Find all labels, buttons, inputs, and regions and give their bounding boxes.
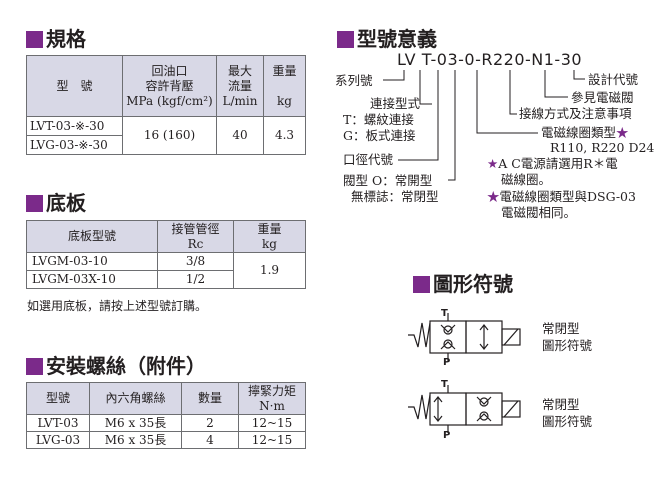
code-ac-note-2: 磁線圈。 xyxy=(501,172,552,187)
symbol1-label-2: 圖形符號 xyxy=(542,338,593,353)
code-connection-label: 連接型式 xyxy=(370,96,421,111)
bolts-bolt-cell: M6 x 35長 xyxy=(89,414,182,432)
star-icon: ★ xyxy=(487,156,499,171)
base-header-model: 底板型號 xyxy=(26,220,158,253)
bolts-header-torque: 擰緊力矩 N·m xyxy=(238,382,306,415)
spec-header-weight: 重量 kg xyxy=(263,55,306,117)
spec-header-flow: 最大 流量 L/min xyxy=(216,55,264,117)
symbol-section-title: 圖形符號 xyxy=(413,272,513,296)
bolts-table: 型號 內六角螺絲 數量 擰緊力矩 N·m LVT-03 M6 x 35長 2 1… xyxy=(26,382,306,449)
base-header-weight: 重量 kg xyxy=(233,220,306,253)
section-square-icon xyxy=(337,31,354,48)
spec-model-cell: LVT-03-※-30 xyxy=(26,116,123,136)
symbol1-label-1: 常閉型 xyxy=(542,321,580,336)
bolts-header-bolt: 內六角螺絲 xyxy=(89,382,182,415)
section-square-icon xyxy=(26,358,43,375)
symbol1-port-t: T xyxy=(441,308,448,319)
symbol2-label-2: 圖形符號 xyxy=(542,414,593,429)
code-valve-label: 閥型 O：常開型 xyxy=(343,173,433,188)
star-icon: ★ xyxy=(616,125,629,140)
spec-section-title: 規格 xyxy=(26,27,86,51)
symbol2-valve-diagram xyxy=(408,385,521,433)
base-model-cell: LVGM-03-10 xyxy=(26,252,158,271)
code-coil-note: ★電磁線圈類型與DSG-03 xyxy=(487,189,636,204)
code-conn-t-label: T：螺紋連接 xyxy=(343,112,414,127)
code-coil-label: 電磁線圈類型★ xyxy=(541,125,629,140)
bolts-bolt-cell: M6 x 35長 xyxy=(89,431,182,449)
base-header-size: 接管管徑 Rc xyxy=(157,220,234,253)
bolts-qty-cell: 4 xyxy=(181,431,239,449)
base-model-cell: LVGM-03X-10 xyxy=(26,270,158,289)
code-design-label: 設計代號 xyxy=(588,72,639,87)
code-coil-note-2: 電磁閥相同。 xyxy=(501,205,577,220)
model-code: LV T-03-0-R220-N1-30 xyxy=(397,50,583,69)
code-coil-values: R110, R220 D24 xyxy=(550,140,655,155)
symbol2-label-1: 常閉型 xyxy=(542,397,580,412)
symbol1-port-p: P xyxy=(443,357,451,368)
symbol2-port-t: T xyxy=(441,379,448,390)
spec-model-cell: LVG-03-※-30 xyxy=(26,135,123,155)
code-conn-g-label: G：板式連接 xyxy=(343,128,416,143)
spec-header-model: 型 號 xyxy=(26,55,123,117)
code-wiring-label: 接線方式及注意事項 xyxy=(519,106,632,121)
spec-flow-cell: 40 xyxy=(216,116,264,155)
code-ac-note: ★A C電源請選用R＊電 xyxy=(487,156,618,171)
base-note: 如選用底板，請按上述型號訂購。 xyxy=(27,299,208,313)
bolts-torque-cell: 12~15 xyxy=(238,431,306,449)
base-section-title: 底板 xyxy=(26,191,86,215)
section-square-icon xyxy=(413,276,430,293)
base-size-cell: 1/2 xyxy=(157,270,234,289)
section-square-icon xyxy=(26,195,43,212)
base-table: 底板型號 接管管徑 Rc 重量 kg LVGM-03-10 3/8 1.9 LV… xyxy=(26,220,306,289)
base-weight-cell: 1.9 xyxy=(233,252,306,289)
code-ref-label: 參見電磁閥 xyxy=(571,90,634,105)
spec-pressure-cell: 16 (160) xyxy=(122,116,217,155)
code-valve-none-label: 無標誌：常閉型 xyxy=(351,189,439,204)
code-series-label: 系列號 xyxy=(335,73,373,88)
spec-weight-cell: 4.3 xyxy=(263,116,306,155)
section-square-icon xyxy=(26,31,43,48)
symbol2-port-p: P xyxy=(443,430,451,441)
symbol1-valve-diagram xyxy=(408,313,521,361)
spec-table: 型 號 回油口 容許背壓 MPa (kgf/cm²) 最大 流量 L/min 重… xyxy=(26,55,306,155)
code-section-title: 型號意義 xyxy=(337,27,437,51)
bolts-header-qty: 數量 xyxy=(181,382,239,415)
code-port-label: 口徑代號 xyxy=(343,152,394,167)
star-icon: ★ xyxy=(487,189,500,204)
bolts-section-title: 安裝螺絲（附件） xyxy=(26,354,206,378)
